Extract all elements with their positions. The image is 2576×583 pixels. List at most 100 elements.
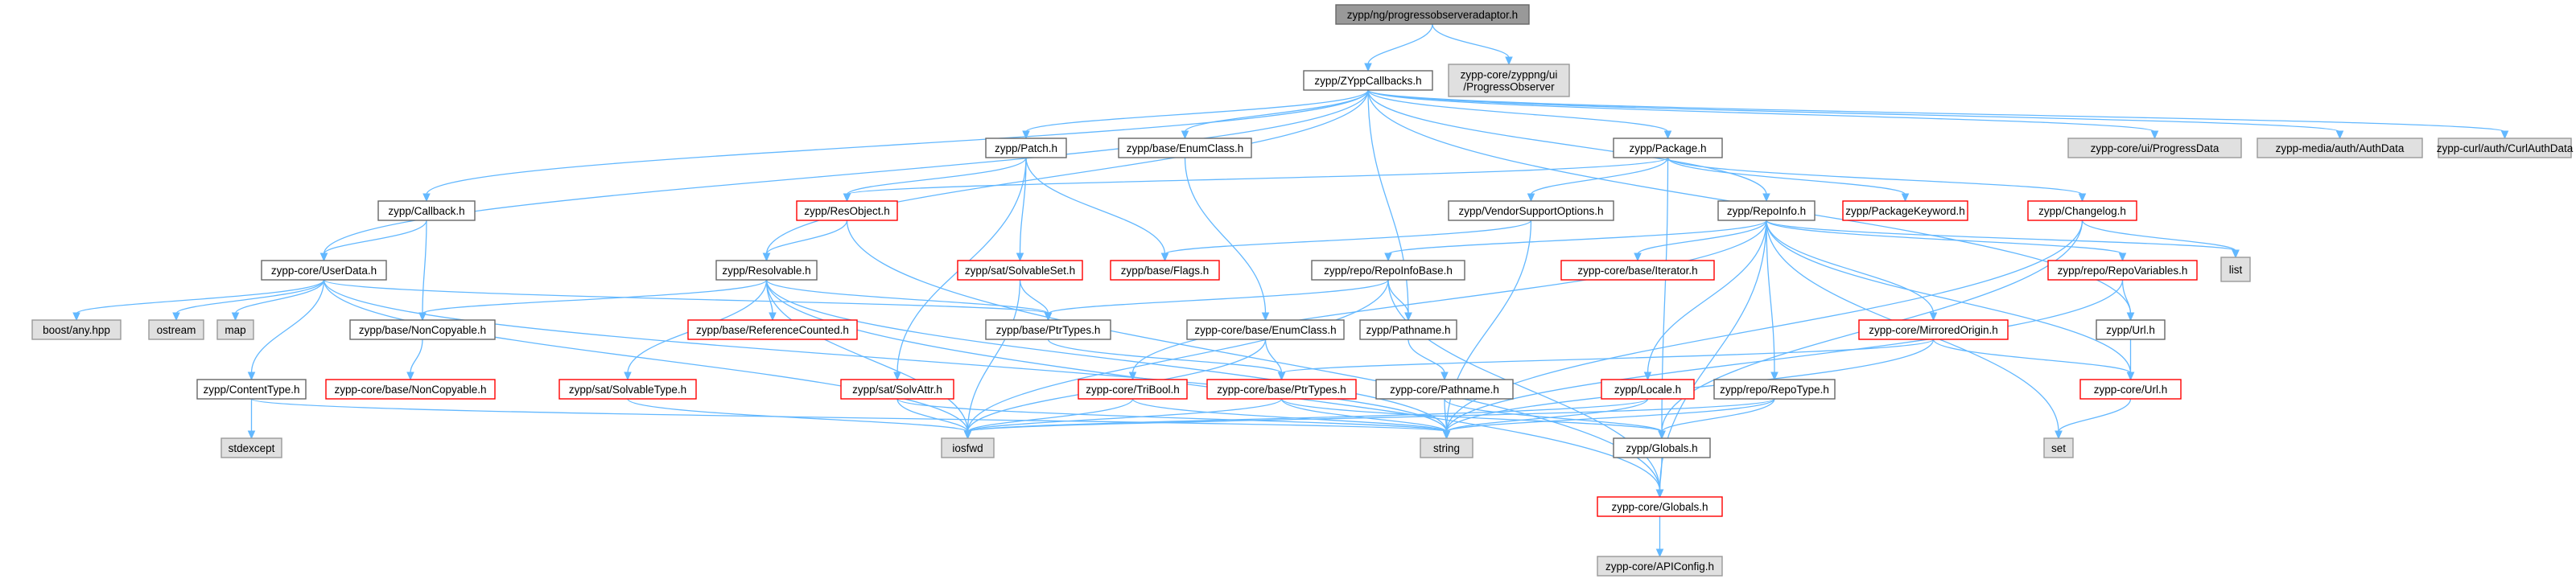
node-coreurl[interactable]: zypp-core/Url.h xyxy=(2079,379,2182,400)
edge-arrowhead xyxy=(1384,252,1392,262)
node-globals[interactable]: zypp/Globals.h xyxy=(1613,437,1711,458)
edge-line xyxy=(1019,157,1027,255)
edge-callback-to-userdata xyxy=(319,220,427,262)
node-url[interactable]: zypp/Url.h xyxy=(2096,319,2166,340)
node-label-coreptr: zypp-core/base/PtrTypes.h xyxy=(1217,384,1346,396)
node-mirrored[interactable]: zypp-core/MirroredOrigin.h xyxy=(1858,319,2009,340)
edge-arrowhead xyxy=(1658,430,1666,440)
edge-arrowhead xyxy=(72,312,80,322)
node-label-map: map xyxy=(225,324,245,336)
node-package[interactable]: zypp/Package.h xyxy=(1613,138,1723,158)
node-cb[interactable]: zypp/ZYppCallbacks.h xyxy=(1303,70,1433,91)
edge-repoinfo-to-repovars xyxy=(1766,220,2127,262)
edge-arrowhead xyxy=(319,252,328,262)
node-resolvable[interactable]: zypp/Resolvable.h xyxy=(715,260,818,281)
node-box-vendor xyxy=(1448,200,1614,221)
node-box-ptrtypes xyxy=(985,319,1111,340)
node-solvset[interactable]: zypp/sat/SolvableSet.h xyxy=(957,260,1083,281)
edge-repovars-to-url xyxy=(2121,279,2135,322)
node-repoinfobase[interactable]: zypp/repo/RepoInfoBase.h xyxy=(1311,260,1465,281)
node-progdata: zypp-core/ui/ProgressData xyxy=(2067,138,2242,158)
edge-patch-to-solvset xyxy=(1016,157,1027,262)
node-vendor[interactable]: zypp/VendorSupportOptions.h xyxy=(1448,200,1614,221)
edge-contenttype-to-stdexcept xyxy=(247,399,256,440)
edge-line xyxy=(765,279,1448,433)
edge-arrowhead xyxy=(762,252,771,262)
node-pathname[interactable]: zypp/Pathname.h xyxy=(1359,319,1457,340)
node-changelog[interactable]: zypp/Changelog.h xyxy=(2027,200,2137,221)
node-refcounted[interactable]: zypp/base/ReferenceCounted.h xyxy=(687,319,858,340)
node-label-ostream: ostream xyxy=(157,324,196,336)
node-repoinfo[interactable]: zypp/RepoInfo.h xyxy=(1717,200,1816,221)
node-enumclass[interactable]: zypp/base/EnumClass.h xyxy=(1118,138,1252,158)
node-locale[interactable]: zypp/Locale.h xyxy=(1601,379,1695,400)
node-box-po xyxy=(1448,64,1570,97)
node-label-refcounted: zypp/base/ReferenceCounted.h xyxy=(696,324,849,336)
node-set: set xyxy=(2043,437,2074,458)
edge-arrowhead xyxy=(247,372,256,381)
node-box-list xyxy=(2220,257,2251,282)
node-noncopy[interactable]: zypp/base/NonCopyable.h xyxy=(349,319,496,340)
edge-line xyxy=(896,398,1448,433)
edge-line xyxy=(1766,220,2132,374)
edge-arrowhead xyxy=(893,372,901,381)
node-label-curlauth: zypp-curl/auth/CurlAuthData xyxy=(2437,142,2574,154)
node-callback[interactable]: zypp/Callback.h xyxy=(377,200,476,221)
node-box-repotype xyxy=(1713,379,1836,400)
node-label-corenoncopy: zypp-core/base/NonCopyable.h xyxy=(334,384,486,396)
edge-corepath-to-globals xyxy=(1444,398,1666,440)
edge-line xyxy=(1047,279,1389,314)
edge-coreglobals-to-apiconfig xyxy=(1655,515,1664,558)
edge-arrowhead xyxy=(1044,312,1053,322)
node-flags[interactable]: zypp/base/Flags.h xyxy=(1110,260,1220,281)
node-coreptr[interactable]: zypp-core/base/PtrTypes.h xyxy=(1206,379,1357,400)
node-resobject[interactable]: zypp/ResObject.h xyxy=(796,200,898,221)
edge-line xyxy=(1445,279,2124,433)
edge-arrowhead xyxy=(1762,193,1770,203)
node-label-po: /ProgressObserver xyxy=(1463,81,1555,93)
node-solvattr[interactable]: zypp/sat/SolvAttr.h xyxy=(840,379,954,400)
node-label-string: string xyxy=(1433,442,1460,454)
node-iterator[interactable]: zypp-core/base/Iterator.h xyxy=(1560,260,1715,281)
edge-resolvable-to-noncopy xyxy=(418,279,768,322)
node-map: map xyxy=(216,319,254,340)
node-coreenum[interactable]: zypp-core/base/EnumClass.h xyxy=(1186,319,1345,340)
node-box-pathname xyxy=(1359,319,1457,340)
edge-package-to-pkgkw xyxy=(1667,157,1910,203)
edge-cb-to-userdata xyxy=(319,89,1369,262)
edge-line xyxy=(1445,398,1649,433)
node-pkgkw[interactable]: zypp/PackageKeyword.h xyxy=(1842,200,1968,221)
node-coreglobals[interactable]: zypp-core/Globals.h xyxy=(1597,496,1723,517)
edge-arrowhead xyxy=(2118,252,2127,262)
node-box-authdata xyxy=(2257,138,2423,158)
node-label-solvtype: zypp/sat/SolvableType.h xyxy=(569,384,686,396)
edge-userdata-to-string xyxy=(323,279,1451,440)
node-corepath[interactable]: zypp-core/Pathname.h xyxy=(1375,379,1514,400)
node-repotype[interactable]: zypp/repo/RepoType.h xyxy=(1713,379,1836,400)
node-box-corepath xyxy=(1375,379,1514,400)
node-corenoncopy[interactable]: zypp-core/base/NonCopyable.h xyxy=(325,379,496,400)
node-label-coreurl: zypp-core/Url.h xyxy=(2094,384,2168,396)
edge-repoinfo-to-iterator xyxy=(1634,220,1767,262)
node-root[interactable]: zypp/ng/progressobserveradaptor.h xyxy=(1335,4,1530,25)
node-label-userdata: zypp-core/UserData.h xyxy=(271,265,377,277)
node-patch[interactable]: zypp/Patch.h xyxy=(985,138,1067,158)
node-label-noncopy: zypp/base/NonCopyable.h xyxy=(359,324,486,336)
node-box-mirrored xyxy=(1858,319,2009,340)
edge-line xyxy=(1766,220,2124,255)
node-list: list xyxy=(2220,257,2251,282)
node-contenttype[interactable]: zypp/ContentType.h xyxy=(196,379,307,400)
edge-package-to-changelog xyxy=(1667,157,2087,203)
node-repovars[interactable]: zypp/repo/RepoVariables.h xyxy=(2047,260,2198,281)
edge-line xyxy=(967,398,1283,433)
node-box-corenoncopy xyxy=(325,379,496,400)
node-solvtype[interactable]: zypp/sat/SolvableType.h xyxy=(558,379,697,400)
node-tribool[interactable]: zypp-core/TriBool.h xyxy=(1078,379,1188,400)
edge-cb-to-repoinfo xyxy=(1367,89,1770,203)
node-userdata[interactable]: zypp-core/UserData.h xyxy=(261,260,387,281)
node-ptrtypes[interactable]: zypp/base/PtrTypes.h xyxy=(985,319,1111,340)
edge-package-to-vendor xyxy=(1527,157,1669,203)
edge-arrowhead xyxy=(1634,252,1642,262)
edge-arrowhead xyxy=(1442,430,1451,440)
